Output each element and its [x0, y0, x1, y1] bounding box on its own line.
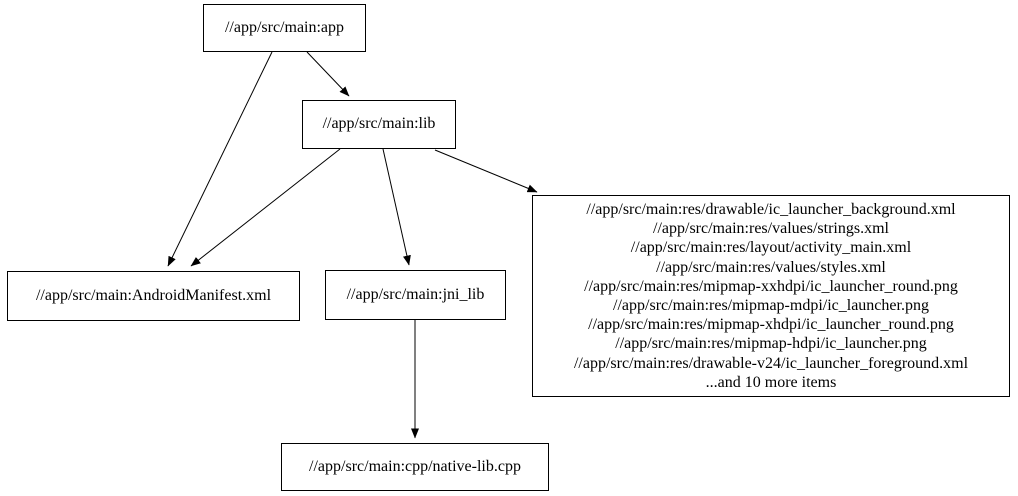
- resource-item: //app/src/main:res/mipmap-xxhdpi/ic_laun…: [584, 277, 958, 295]
- node-android-manifest: //app/src/main:AndroidManifest.xml: [7, 271, 300, 321]
- node-resources-group: //app/src/main:res/drawable/ic_launcher_…: [532, 195, 1010, 397]
- edge-lib-to-jni-lib: [382, 148, 411, 266]
- node-lib-label: //app/src/main:lib: [322, 115, 436, 133]
- edge-app-to-manifest: [167, 51, 273, 267]
- node-jni-lib-label: //app/src/main:jni_lib: [346, 285, 485, 303]
- edge-lib-to-manifest: [190, 148, 341, 267]
- node-app: //app/src/main:app: [203, 4, 366, 52]
- node-lib: //app/src/main:lib: [302, 100, 456, 149]
- resource-item: //app/src/main:res/mipmap-hdpi/ic_launch…: [615, 335, 927, 353]
- edge-app-to-lib: [306, 51, 350, 97]
- node-app-label: //app/src/main:app: [224, 18, 345, 36]
- node-native-lib-cpp: //app/src/main:cpp/native-lib.cpp: [281, 443, 549, 491]
- resource-item: //app/src/main:res/drawable/ic_launcher_…: [586, 200, 956, 218]
- resource-item: //app/src/main:res/drawable-v24/ic_launc…: [573, 354, 969, 372]
- resource-item: //app/src/main:res/mipmap-xhdpi/ic_launc…: [588, 316, 954, 334]
- resource-item: //app/src/main:res/mipmap-mdpi/ic_launch…: [613, 297, 929, 314]
- node-native-lib-cpp-label: //app/src/main:cpp/native-lib.cpp: [309, 457, 521, 475]
- edge-lib-to-res: [434, 149, 538, 193]
- resource-item: //app/src/main:res/values/styles.xml: [656, 258, 886, 276]
- node-jni-lib: //app/src/main:jni_lib: [325, 270, 506, 320]
- resource-more-items: ...and 10 more items: [705, 373, 837, 391]
- resource-item: //app/src/main:res/values/strings.xml: [653, 220, 889, 238]
- resource-item: //app/src/main:res/layout/activity_main.…: [630, 239, 912, 257]
- node-android-manifest-label: //app/src/main:AndroidManifest.xml: [35, 286, 272, 304]
